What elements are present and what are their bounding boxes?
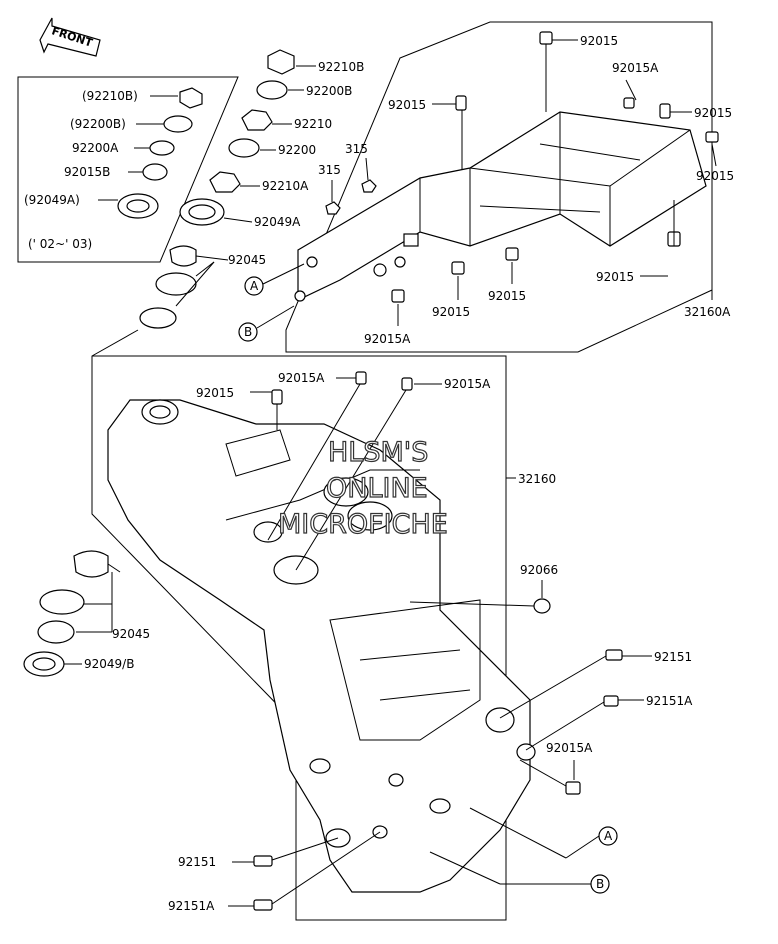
label-92151A-right: 92151A [646,694,693,708]
watermark-line-1: HLSM'S [328,437,428,468]
ref-a-upper: A [244,263,305,296]
label-frame-92015A-b: 92015A [444,377,491,391]
label-inset-92210B: (92210B) [82,89,138,103]
watermark-line-2: ONLINE [326,473,428,504]
steering-head-parts [139,49,295,329]
seal-92049A-inner [188,204,216,220]
inset-seal-inner [126,199,150,213]
ref-b-upper-label: B [244,325,252,339]
label-92066: 92066 [520,563,558,577]
inset-note: (' 02~' 03) [28,237,92,251]
label-sub-left-92015: 92015 [388,98,426,112]
rear-subframe-32160A-part [294,111,707,302]
ref-a-lower-label: A [604,829,613,843]
front-arrow-badge: FRONT [39,17,101,57]
label-inset-92049A: (92049A) [24,193,80,207]
washer-92200B-part [256,80,288,100]
bearing-92045-part [155,272,197,296]
subframe-outline [285,21,713,353]
label-315-a: 315 [345,142,368,156]
label-92210: 92210 [294,117,332,131]
subframe-hole-b [294,290,306,302]
label-32160: 32160 [518,472,556,486]
label-sub-under-92015-b: 92015 [488,289,526,303]
label-92015A-right: 92015A [546,741,593,755]
watermark-line-3: MICROFICHE [278,509,448,540]
ref-b-lower: B [429,851,610,894]
inset-callouts: (92210B) (92200B) 92200A 92015B (92049A) [24,89,178,207]
mainframe-bolts [253,371,623,911]
nut-92210B-part [267,49,295,75]
label-sub-under-92015-a: 92015 [432,305,470,319]
label-frame-92015A-a: 92015A [278,371,325,385]
subframe-bracket [403,233,419,247]
steering-head-callouts: 92210B 92200B 92210 92200 92210A 92049A … [175,60,364,307]
label-315-b: 315 [318,163,341,177]
nut-92210A-part [209,171,241,193]
label-inset-92200A: 92200A [72,141,119,155]
label-32160A: 32160A [684,305,731,319]
inset-washer-92200B-part [163,115,193,133]
label-sub-92015A-bottom: 92015A [364,332,411,346]
label-sub-92015A-right: 92015A [612,61,659,75]
lower-seal-inner [32,657,56,671]
lower-bearing-callouts: 92045 92049/B [64,563,150,671]
watermark: HLSM'S ONLINE MICROFICHE [277,436,448,540]
lower-cup-part [37,620,75,644]
bearing-race-92045-part [169,245,197,267]
subframe-hole-d [394,256,406,268]
label-92151A-left: 92151A [168,899,215,913]
label-92049A: 92049A [254,215,301,229]
label-92045-lower: 92045 [112,627,150,641]
mainframe-outline [91,329,507,921]
label-92045-top: 92045 [228,253,266,267]
lower-race-part [73,550,109,578]
label-92200B: 92200B [306,84,352,98]
label-inset-92200B: (92200B) [70,117,126,131]
ref-a-upper-label: A [250,279,259,293]
label-92210B: 92210B [318,60,364,74]
cap-92066-part [533,598,551,614]
inset-panel: (' 02~' 03) [17,76,239,263]
subframe-hole-a [306,256,318,268]
label-92151-right: 92151 [654,650,692,664]
nut-92210-part [241,109,273,131]
bearing-cup-part [139,307,177,329]
subframe-hole-c [373,263,387,277]
washer-92200-part [228,138,260,158]
mainframe-callouts: 92015 92015A 92015A 32160 92066 92151 92… [168,371,693,913]
label-frame-92015: 92015 [196,386,234,400]
inset-washer-92200A-part [149,140,175,156]
label-92200: 92200 [278,143,316,157]
inset-bearing-92015B-part [142,163,168,181]
label-sub-bottom-92015: 92015 [596,270,634,284]
inset-nut-92210B-part [179,87,203,109]
label-sub-top-92015: 92015 [580,34,618,48]
lower-bearing-92045-part [39,589,85,615]
subframe-callouts: 92015 92015A 92015 92015 92015 92015 315… [318,34,734,346]
label-92049B: 92049/B [84,657,134,671]
ref-b-lower-label: B [596,877,604,891]
label-sub-right-92015: 92015 [694,106,732,120]
main-frame-32160-part [107,399,536,893]
label-92210A: 92210A [262,179,309,193]
label-92151-left: 92151 [178,855,216,869]
label-inset-92015B: 92015B [64,165,110,179]
steering-head-bore [149,405,171,419]
label-sub-far-right-92015: 92015 [696,169,734,183]
ref-a-lower: A [469,807,618,859]
inset-parts [117,87,203,219]
ref-b-upper: B [238,305,295,342]
